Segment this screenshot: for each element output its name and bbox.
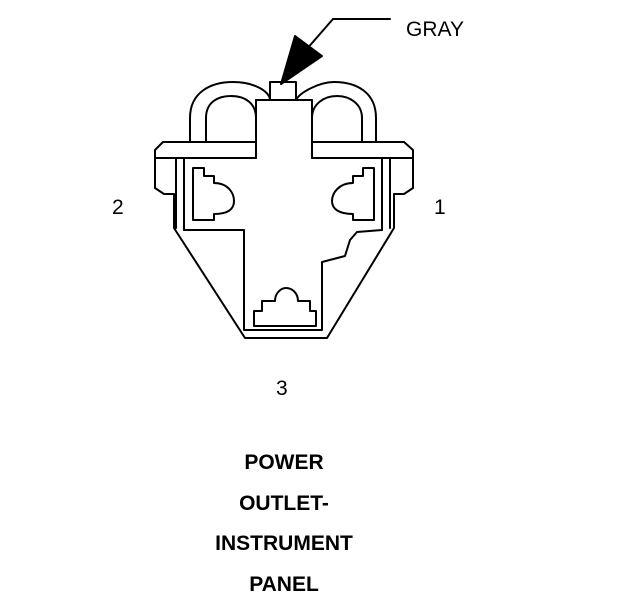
pin-1-terminal [332, 168, 374, 220]
callout-arrowhead [281, 36, 322, 84]
gray-color-label: GRAY [406, 19, 464, 40]
pin-3-terminal [254, 288, 316, 326]
latch-tab [270, 82, 296, 100]
pin-3-label: 3 [276, 378, 288, 399]
inner-cavity [184, 142, 382, 330]
pin-1-label: 1 [434, 197, 446, 218]
caption-line: POWER [184, 448, 384, 489]
callout-leader [281, 19, 390, 84]
caption-line: INSTRUMENT [184, 529, 384, 570]
caption-line: PANEL [184, 570, 384, 610]
connector-caption: POWER OUTLET- INSTRUMENT PANEL [184, 448, 384, 610]
pin-2-label: 2 [112, 197, 124, 218]
pin-2-terminal [193, 168, 234, 220]
right-lock-ear [296, 82, 376, 142]
caption-line: OUTLET- [184, 489, 384, 530]
left-lock-ear [190, 82, 270, 142]
